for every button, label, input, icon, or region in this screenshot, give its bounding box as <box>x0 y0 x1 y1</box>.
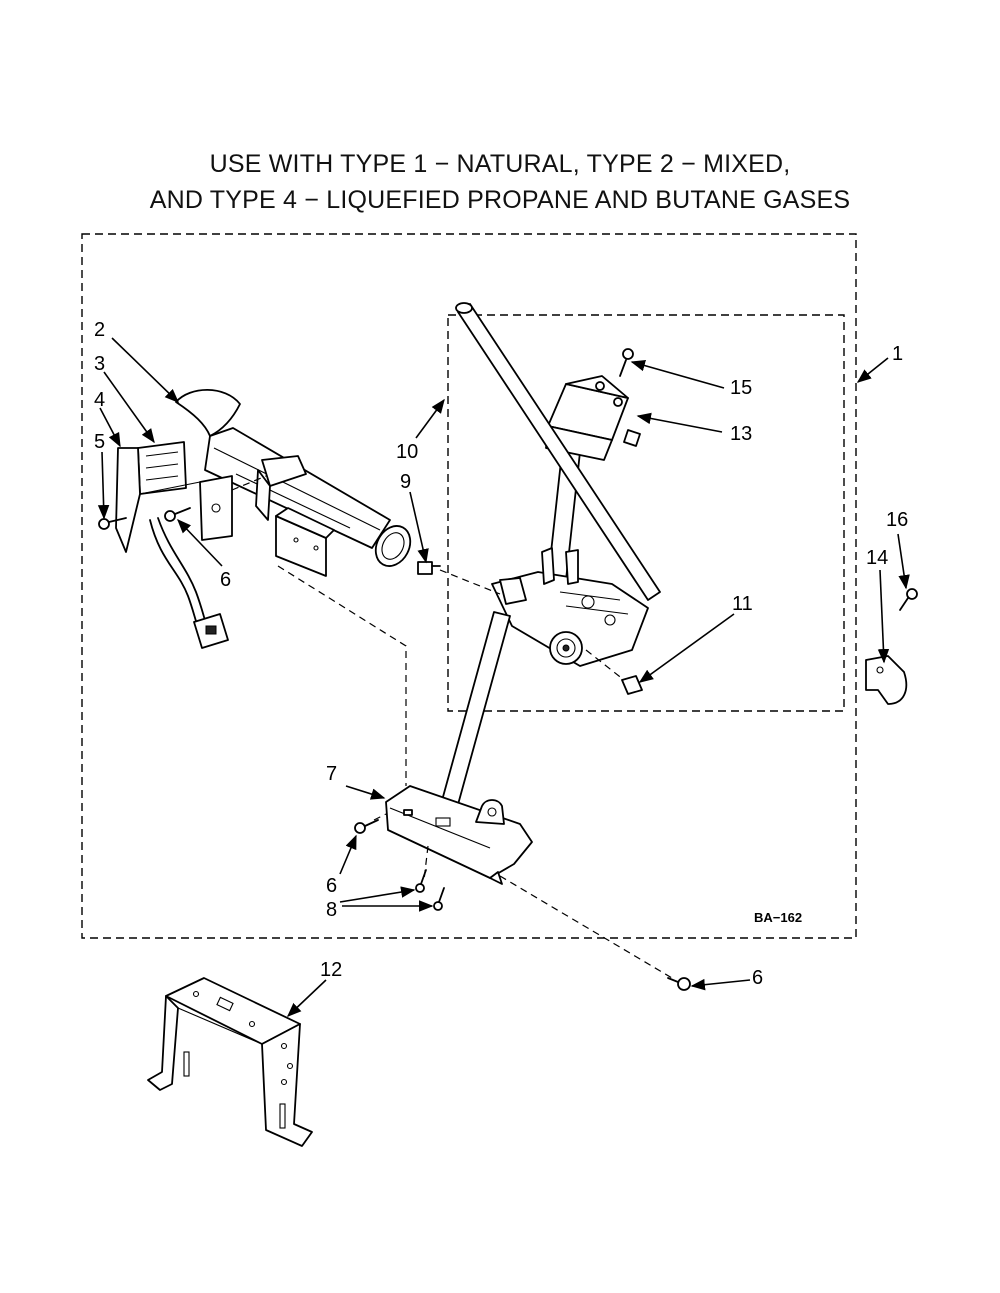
fitting-9 <box>417 561 441 575</box>
igniter-bracket-part <box>115 441 233 553</box>
callout-11: 11 <box>732 593 753 615</box>
screw-6-right <box>667 977 691 991</box>
assembly-10-boundary <box>447 314 845 712</box>
screw-15 <box>619 348 634 377</box>
diagram-title-line-1: USE WITH TYPE 1 − NATURAL, TYPE 2 − MIXE… <box>209 150 791 178</box>
clamp-14 <box>865 655 908 705</box>
callout-3: 3 <box>94 353 105 375</box>
callout-6-right: 6 <box>752 967 763 989</box>
gas-valve-assembly-part <box>429 302 661 849</box>
callout-2: 2 <box>94 319 105 341</box>
screw-6-left <box>164 507 191 522</box>
cabinet-bracket-12 <box>147 977 313 1147</box>
drawing-code: BA−162 <box>754 910 802 925</box>
burner-assembly-part <box>175 389 412 577</box>
callout-13: 13 <box>730 423 752 445</box>
callout-14: 14 <box>866 547 888 569</box>
leader-lines <box>97 337 910 1017</box>
callout-6-mid: 6 <box>326 875 337 897</box>
assembly-1-boundary <box>81 233 857 939</box>
igniter-wire-harness <box>149 517 229 649</box>
screw-8b <box>433 887 445 911</box>
diagram-title-line-2: AND TYPE 4 − LIQUEFIED PROPANE AND BUTAN… <box>149 186 851 214</box>
screw-6-mid <box>354 819 379 834</box>
callout-9: 9 <box>400 471 411 493</box>
callout-6-left: 6 <box>220 569 231 591</box>
callout-16: 16 <box>886 509 908 531</box>
callout-1: 1 <box>892 343 903 365</box>
assembly-lines <box>231 475 673 979</box>
orifice-11 <box>621 675 643 695</box>
valve-bracket-part <box>385 785 533 885</box>
callout-15: 15 <box>730 377 752 399</box>
callout-12: 12 <box>320 959 342 981</box>
screw-16 <box>899 588 918 611</box>
callout-10: 10 <box>396 441 418 463</box>
callout-5: 5 <box>94 431 105 453</box>
callout-7: 7 <box>326 763 337 785</box>
callout-4: 4 <box>94 389 105 411</box>
callout-8: 8 <box>326 899 337 921</box>
